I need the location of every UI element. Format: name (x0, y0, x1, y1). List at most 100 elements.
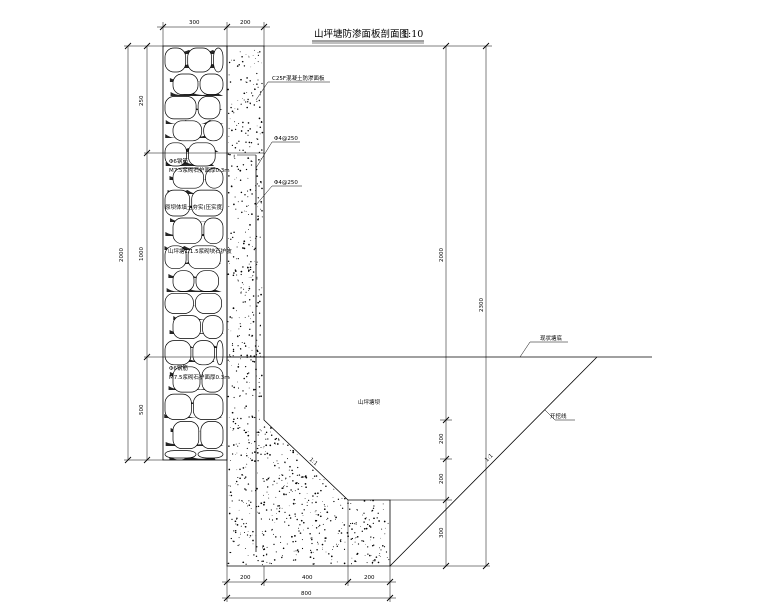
concrete-aggregate (257, 52, 259, 54)
concrete-aggregate (299, 492, 301, 495)
concrete-aggregate (304, 498, 306, 499)
concrete-aggregate (307, 499, 310, 502)
concrete-aggregate (379, 556, 381, 557)
concrete-aggregate (235, 453, 236, 455)
concrete-aggregate (228, 485, 230, 487)
concrete-aggregate (234, 121, 236, 123)
concrete-aggregate (228, 417, 230, 418)
concrete-aggregate (300, 519, 303, 522)
concrete-aggregate (297, 488, 299, 490)
concrete-aggregate (275, 551, 277, 553)
concrete-aggregate (285, 493, 287, 496)
concrete-aggregate (255, 354, 258, 356)
concrete-aggregate (367, 523, 369, 526)
concrete-aggregate (314, 492, 317, 495)
concrete-aggregate (233, 156, 235, 158)
concrete-aggregate (254, 389, 256, 391)
label-slope-ratio-small: 1:1 (308, 457, 319, 467)
concrete-aggregate (280, 541, 282, 544)
stone-blocks (164, 47, 224, 459)
concrete-aggregate (247, 531, 249, 532)
concrete-aggregate (230, 106, 232, 109)
concrete-aggregate (256, 447, 259, 450)
concrete-aggregate (275, 536, 277, 538)
concrete-aggregate (260, 502, 263, 505)
concrete-aggregate (236, 142, 238, 144)
concrete-aggregate (252, 271, 255, 273)
concrete-aggregate (247, 134, 249, 136)
concrete-aggregate (237, 425, 239, 426)
concrete-aggregate (249, 328, 251, 330)
stone-block (164, 393, 192, 420)
concrete-aggregate (232, 307, 235, 310)
stone-block (172, 120, 203, 142)
concrete-aggregate (228, 246, 230, 248)
concrete-aggregate (249, 224, 251, 226)
concrete-aggregate (238, 442, 240, 444)
concrete-aggregate (264, 433, 266, 435)
concrete-aggregate (281, 454, 283, 456)
stone-block (216, 340, 224, 366)
concrete-aggregate (259, 126, 262, 128)
concrete-aggregate (237, 427, 239, 430)
concrete-aggregate (227, 88, 229, 91)
concrete-aggregate (257, 143, 259, 145)
concrete-aggregate (240, 273, 242, 276)
concrete-aggregate (277, 505, 279, 507)
concrete-aggregate (330, 562, 332, 564)
concrete-aggregate (251, 452, 254, 454)
concrete-aggregate (276, 443, 279, 445)
concrete-aggregate (236, 524, 239, 526)
concrete-aggregate (340, 539, 342, 541)
concrete-aggregate (256, 276, 258, 278)
concrete-aggregate (274, 522, 276, 523)
concrete-aggregate (337, 498, 340, 500)
concrete-aggregate (247, 130, 249, 132)
concrete-aggregate (287, 444, 289, 446)
concrete-aggregate (251, 92, 253, 94)
concrete-aggregate (367, 553, 369, 555)
concrete-aggregate (296, 483, 298, 485)
concrete-aggregate (257, 460, 259, 462)
concrete-aggregate (271, 515, 273, 516)
concrete-aggregate (312, 478, 314, 480)
concrete-aggregate (256, 263, 258, 265)
dim-right-a: 2000 (439, 248, 445, 262)
concrete-aggregate (236, 246, 238, 248)
concrete-aggregate (281, 555, 283, 557)
concrete-aggregate (294, 535, 296, 537)
concrete-aggregate (322, 523, 324, 525)
concrete-aggregate (233, 154, 235, 156)
concrete-aggregate (235, 523, 237, 525)
concrete-aggregate (259, 355, 261, 357)
stone-block (172, 167, 204, 189)
concrete-aggregate (269, 454, 271, 456)
concrete-aggregate (362, 514, 364, 516)
concrete-aggregate (242, 126, 244, 128)
concrete-aggregate (312, 499, 314, 500)
concrete-aggregate (275, 518, 278, 520)
dim-top-left: 300 (189, 20, 200, 26)
concrete-aggregate (360, 526, 361, 527)
dim-left-total: 2000 (119, 248, 125, 262)
concrete-aggregate (258, 432, 260, 434)
concrete-aggregate (288, 514, 291, 517)
concrete-aggregate (247, 98, 249, 101)
concrete-aggregate (249, 266, 252, 269)
concrete-aggregate (256, 305, 258, 307)
concrete-aggregate (243, 531, 246, 534)
leader-top-note (255, 81, 330, 101)
concrete-aggregate (279, 536, 282, 538)
concrete-aggregate (340, 540, 342, 543)
concrete-aggregate (319, 515, 322, 518)
concrete-aggregate (228, 135, 230, 137)
concrete-aggregate (285, 479, 286, 480)
concrete-aggregate (249, 382, 251, 383)
concrete-aggregate (373, 505, 375, 507)
concrete-aggregate (257, 197, 259, 199)
concrete-aggregate (244, 194, 246, 196)
concrete-aggregate (254, 345, 257, 347)
concrete-aggregate (261, 564, 263, 566)
concrete-aggregate (239, 149, 241, 151)
concrete-aggregate (295, 503, 296, 504)
